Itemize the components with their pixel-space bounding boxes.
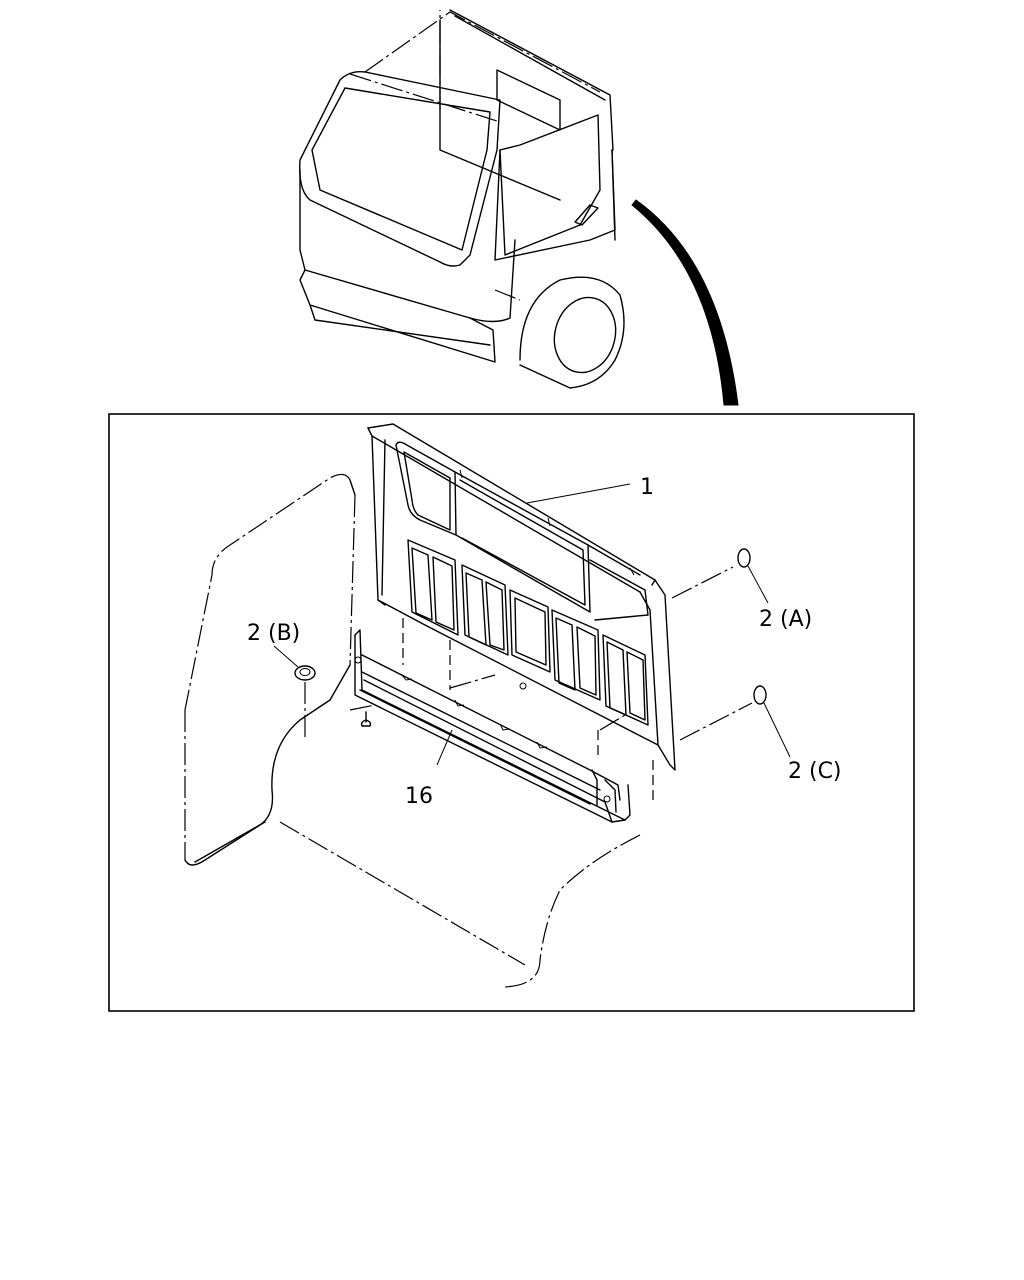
callout-plug-c: 2 (C) [788,759,842,784]
indicator-arrow [631,199,739,406]
leader-sill [436,729,453,766]
callout-sill: 16 [405,784,433,809]
callout-plug-a: 2 (A) [759,607,812,632]
rear-sill [354,629,631,823]
leader-panel [526,483,631,504]
detail-frame [108,413,915,1012]
truck-cab-overview [299,9,739,406]
plug-c [679,685,791,758]
callout-plug-b: 2 (B) [247,621,300,646]
callout-panel: 1 [640,475,654,500]
rear-panel [367,423,676,805]
plug-a [671,548,769,604]
cab-interior-phantom [184,473,641,988]
plug-b [273,645,316,740]
